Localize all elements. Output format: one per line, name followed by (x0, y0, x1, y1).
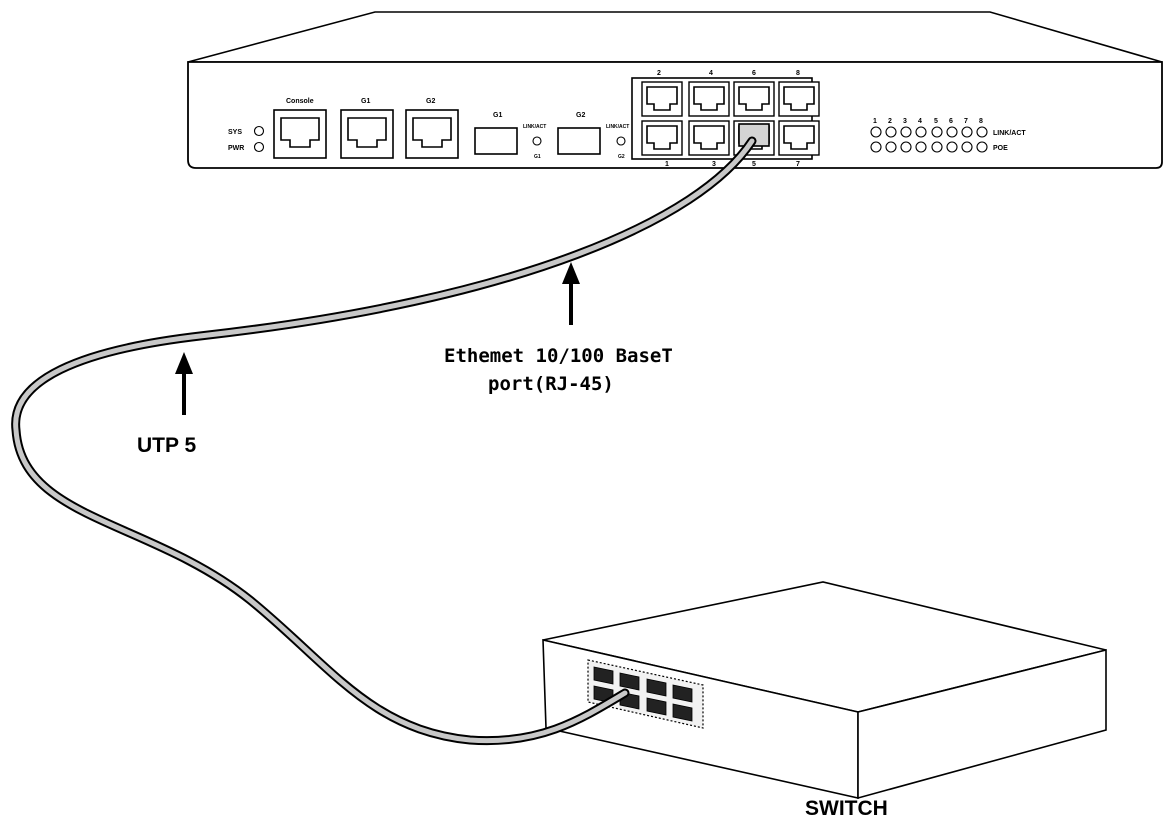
sfp-g2-led (616, 136, 626, 146)
indicator-number-3: 3 (903, 118, 907, 125)
port-number-3: 3 (712, 161, 716, 168)
linkact-led-2 (885, 126, 897, 138)
lan-port-1 (641, 120, 683, 156)
indicator-number-7: 7 (964, 118, 968, 125)
lan-port-7 (778, 120, 820, 156)
pwr-led (253, 141, 265, 153)
pwr-led-label: PWR (228, 145, 244, 152)
sfp-g2-label: G2 (576, 112, 585, 119)
console-port-label: Console (286, 98, 314, 105)
indicator-number-6: 6 (949, 118, 953, 125)
sfp-g1-label: G1 (493, 112, 502, 119)
cable-arrow (175, 352, 193, 415)
cable-label: UTP 5 (137, 434, 196, 457)
indicator-led-grid: 1 2 3 4 5 6 7 8 LINK/ACT POE (870, 118, 1026, 153)
sfp-g1-linkact-label: LINK/ACT (523, 124, 546, 130)
indicator-number-2: 2 (888, 118, 892, 125)
poe-led-1 (870, 141, 882, 153)
sfp-g2-linkact-label: LINK/ACT (606, 124, 629, 130)
sfp-g1-led (532, 136, 542, 146)
indicator-number-8: 8 (979, 118, 983, 125)
switch-port-8 (672, 703, 693, 722)
rj-g2-port (405, 109, 459, 159)
port-number-5: 5 (752, 161, 756, 168)
switch-port-7 (646, 697, 667, 716)
sfp-g2-led-label: G2 (618, 154, 625, 160)
sfp-g1-port (474, 127, 518, 155)
switch-port-3 (646, 678, 667, 697)
linkact-led-5 (931, 126, 943, 138)
sfp-g1-led-label: G1 (534, 154, 541, 160)
ethernet-port-arrow (562, 262, 580, 325)
linkact-led-4 (915, 126, 927, 138)
linkact-led-1 (870, 126, 882, 138)
port-number-2: 2 (657, 70, 661, 77)
switch-port-4 (672, 684, 693, 703)
switch-port-1 (593, 666, 614, 685)
port-number-7: 7 (796, 161, 800, 168)
poe-led-4 (915, 141, 927, 153)
ethernet-port-label-line1: Ethemet 10/100 BaseT (444, 345, 673, 367)
sfp-g2-port (557, 127, 601, 155)
lan-port-6 (733, 81, 775, 117)
lan-port-8 (778, 81, 820, 117)
switch-label: SWITCH (805, 797, 888, 820)
lan-port-2 (641, 81, 683, 117)
poe-led-3 (900, 141, 912, 153)
router-top-surface (187, 11, 1163, 63)
console-port (273, 109, 327, 159)
port-number-1: 1 (665, 161, 669, 168)
linkact-led-8 (976, 126, 988, 138)
switch-side-face (857, 648, 1107, 800)
router-device: SYS PWR Console G1 G2 G1 LINK/ACT G1 G2 … (187, 11, 1163, 169)
linkact-row-label: LINK/ACT (993, 130, 1026, 137)
switch-device (542, 581, 1107, 800)
poe-led-8 (976, 141, 988, 153)
indicator-number-5: 5 (934, 118, 938, 125)
utp-cable (11, 136, 757, 746)
switch-port-2 (619, 672, 640, 691)
port-number-8: 8 (796, 70, 800, 77)
rj-g1-port-label: G1 (361, 98, 370, 105)
linkact-led-3 (900, 126, 912, 138)
indicator-number-4: 4 (918, 118, 922, 125)
poe-led-2 (885, 141, 897, 153)
lan-port-3 (688, 120, 730, 156)
poe-led-6 (946, 141, 958, 153)
rj-g1-port (340, 109, 394, 159)
poe-led-5 (931, 141, 943, 153)
indicator-number-1: 1 (873, 118, 877, 125)
sys-led (253, 125, 265, 137)
rj-g2-port-label: G2 (426, 98, 435, 105)
poe-row-label: POE (993, 145, 1008, 152)
sys-led-label: SYS (228, 129, 242, 136)
linkact-led-6 (946, 126, 958, 138)
port-number-6: 6 (752, 70, 756, 77)
poe-led-7 (961, 141, 973, 153)
ethernet-port-label-line2: port(RJ-45) (488, 373, 614, 395)
port-number-4: 4 (709, 70, 713, 77)
lan-port-4 (688, 81, 730, 117)
linkact-led-7 (961, 126, 973, 138)
